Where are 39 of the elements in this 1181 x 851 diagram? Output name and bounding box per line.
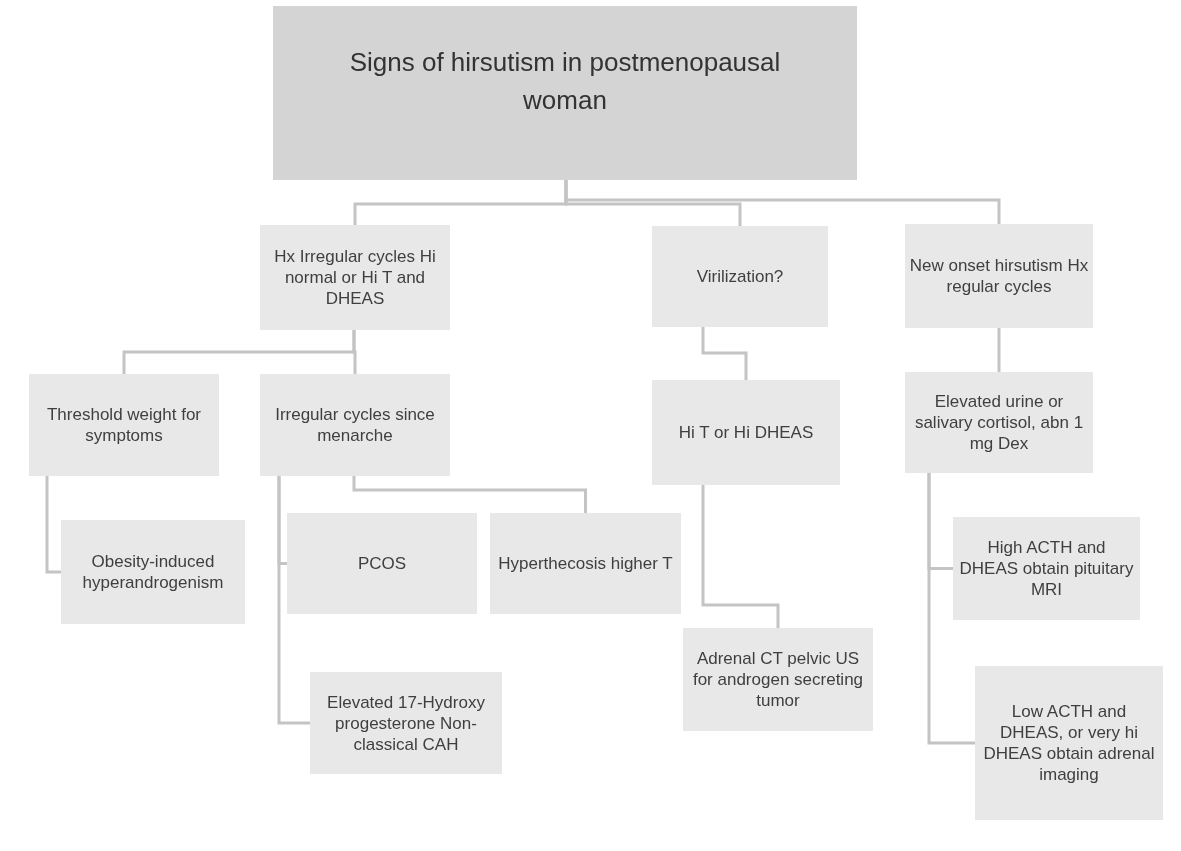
- node-text: New onset hirsutism Hx regular cycles: [909, 255, 1089, 297]
- title-box: [273, 6, 857, 180]
- node-text: High ACTH and DHEAS obtain pituitary MRI: [958, 537, 1135, 600]
- process-box: [490, 513, 681, 614]
- connector-line: [701, 327, 748, 380]
- node-text: Adrenal CT pelvic US for androgen secreting tumor: [691, 648, 865, 711]
- connector-line: [352, 476, 587, 513]
- connector-line: [564, 180, 1001, 224]
- process-box: [652, 226, 828, 327]
- node-text: Hyperthecosis higher T: [498, 553, 673, 574]
- node-text: Irregular cycles since menarche: [274, 404, 436, 446]
- title-text: Signs of hirsutism in postmenopausal woman: [348, 46, 782, 117]
- process-box: [260, 374, 450, 476]
- process-box: [260, 225, 450, 330]
- connector-line: [277, 476, 310, 725]
- process-box: [975, 666, 1163, 820]
- process-box: [287, 513, 477, 614]
- connector-line: [997, 328, 1001, 372]
- connector-line: [927, 473, 975, 745]
- process-box: [652, 380, 840, 485]
- node-text: Obesity-induced hyperandrogenism: [81, 551, 225, 593]
- node-text: PCOS: [357, 553, 407, 574]
- node-text: Threshold weight for symptoms: [46, 404, 202, 446]
- connector-line: [45, 476, 61, 574]
- node-text: Low ACTH and DHEAS, or very hi DHEAS obtain adrenal imaging: [982, 701, 1156, 785]
- process-box: [905, 372, 1093, 473]
- connector-line: [352, 330, 357, 374]
- process-box: [905, 224, 1093, 328]
- process-box: [310, 672, 502, 774]
- node-text: Virilization?: [696, 266, 784, 287]
- node-text: Hx Irregular cycles Hi normal or Hi T and DHEAS: [273, 246, 437, 309]
- process-box: [683, 628, 873, 731]
- connector-line: [701, 485, 780, 628]
- process-box: [953, 517, 1140, 620]
- process-box: [61, 520, 245, 624]
- process-box: [29, 374, 219, 476]
- node-text: Elevated urine or salivary cortisol, abn 1 mg Dex: [913, 391, 1085, 454]
- node-text: Elevated 17-Hydroxy progesterone Non-classical CAH: [326, 691, 486, 755]
- node-text: Hi T or Hi DHEAS: [678, 422, 814, 443]
